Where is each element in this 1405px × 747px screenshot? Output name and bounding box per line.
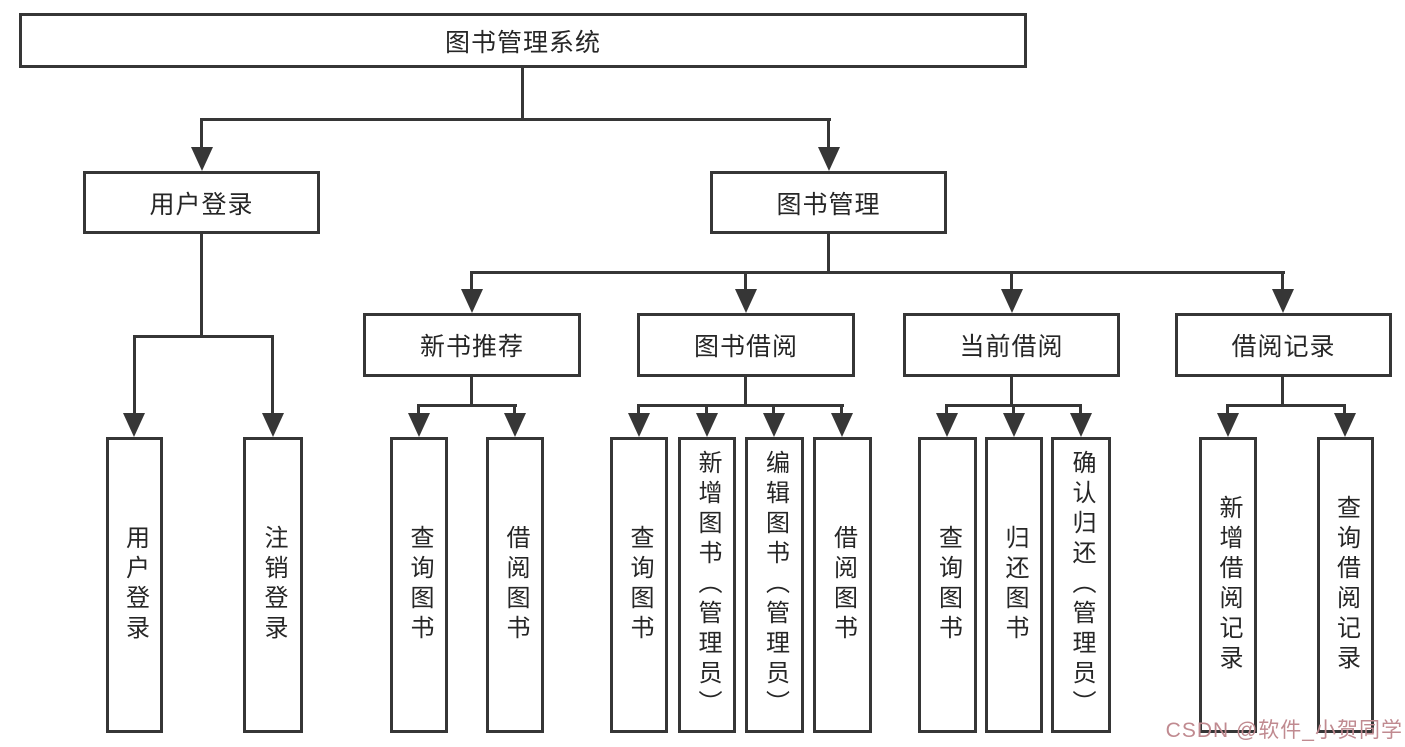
arrow-down-icon-new-book-recommend [461,289,483,313]
arrow-down-icon-book-borrow [735,289,757,313]
arrow-down-icon-query-books-current [936,413,958,437]
connector-drop-user-login [200,118,203,148]
arrow-down-icon-add-borrow-record [1217,413,1239,437]
arrow-down-icon-confirm-return-admin [1070,413,1092,437]
leaf-query-books-current-label: 查询图书 [934,525,962,645]
node-new-book-recommend: 新书推荐 [363,313,581,377]
leaf-borrow-books-recommend: 借阅图书 [486,437,544,733]
connector-new-book-recommend-stem [470,377,473,406]
connector-drop-current-borrow [1010,271,1013,291]
connector-drop-add-book-admin [705,404,708,417]
leaf-confirm-return-admin-label: 确认归还（管理员） [1068,450,1095,720]
node-current-borrow-label: 当前借阅 [959,333,1064,361]
arrow-down-icon-return-book [1003,413,1025,437]
connector-drop-return-book [1012,404,1015,417]
leaf-query-books-recommend: 查询图书 [390,437,448,733]
connector-book-management-bar [470,271,1285,274]
leaf-edit-book-admin: 编辑图书（管理员） [745,437,804,733]
leaf-borrow-books-recommend-label: 借阅图书 [502,525,529,645]
leaf-edit-book-admin-label: 编辑图书（管理员） [761,450,789,720]
node-root-label: 图书管理系统 [444,28,601,57]
connector-book-borrow-stem [744,377,747,406]
watermark: CSDN @软件_小贺同学 [1165,719,1403,742]
arrow-down-icon-edit-book-admin [763,413,785,437]
arrow-down-icon-borrow-books [831,413,853,437]
leaf-return-book-label: 归还图书 [1001,525,1028,645]
arrow-down-icon-user-login [191,147,213,171]
connector-book-borrow-bar [637,404,844,407]
node-book-management: 图书管理 [710,171,947,234]
leaf-logout-label: 注销登录 [260,525,287,645]
leaf-user-login: 用户登录 [106,437,163,733]
connector-drop-leaf-logout [271,335,274,415]
connector-user-login-bar [133,335,274,338]
connector-drop-book-management [827,118,830,148]
leaf-logout: 注销登录 [243,437,303,733]
connector-new-book-recommend-bar [417,404,517,407]
leaf-query-borrow-record-label: 查询借阅记录 [1332,495,1360,675]
connector-borrow-record-stem [1281,377,1284,406]
node-book-borrow-label: 图书借阅 [693,333,798,361]
node-book-management-label: 图书管理 [776,190,881,219]
node-new-book-recommend-label: 新书推荐 [419,333,524,361]
connector-user-login-stem [200,234,203,335]
node-borrow-record: 借阅记录 [1175,313,1392,377]
leaf-add-book-admin: 新增图书（管理员） [678,437,736,733]
arrow-down-icon-book-management [818,147,840,171]
leaf-add-borrow-record-label: 新增借阅记录 [1215,495,1242,675]
arrow-down-icon-query-borrow-record [1334,413,1356,437]
node-book-borrow: 图书借阅 [637,313,855,377]
connector-root-bar [200,118,831,121]
connector-drop-leaf-user-login [133,335,136,415]
connector-drop-add-borrow-record [1226,404,1229,417]
node-user-login-label: 用户登录 [149,190,254,219]
leaf-query-borrow-record: 查询借阅记录 [1317,437,1374,733]
connector-drop-query-books-recommend [417,404,420,417]
node-user-login: 用户登录 [83,171,320,234]
connector-drop-confirm-return-admin [1079,404,1082,417]
leaf-query-books-borrow: 查询图书 [610,437,668,733]
leaf-confirm-return-admin: 确认归还（管理员） [1051,437,1111,733]
leaf-user-login-label: 用户登录 [121,525,149,645]
connector-drop-book-borrow [744,271,747,291]
arrow-down-icon-leaf-logout [262,413,284,437]
connector-drop-query-books-borrow [637,404,640,417]
connector-drop-borrow-books-recommend [513,404,516,417]
arrow-down-icon-add-book-admin [696,413,718,437]
leaf-add-borrow-record: 新增借阅记录 [1199,437,1257,733]
connector-current-borrow-stem [1010,377,1013,406]
leaf-borrow-books-label: 借阅图书 [829,525,857,645]
connector-drop-edit-book-admin [772,404,775,417]
connector-drop-borrow-record [1281,271,1284,291]
arrow-down-icon-leaf-user-login [123,413,145,437]
leaf-return-book: 归还图书 [985,437,1043,733]
leaf-borrow-books: 借阅图书 [813,437,872,733]
node-current-borrow: 当前借阅 [903,313,1120,377]
leaf-query-books-current: 查询图书 [918,437,977,733]
arrow-down-icon-borrow-record [1272,289,1294,313]
connector-book-management-stem [827,234,830,274]
arrow-down-icon-current-borrow [1001,289,1023,313]
connector-root-stem [521,68,524,118]
connector-drop-query-books-current [945,404,948,417]
arrow-down-icon-borrow-books-recommend [504,413,526,437]
leaf-add-book-admin-label: 新增图书（管理员） [694,450,721,720]
connector-drop-query-borrow-record [1343,404,1346,417]
arrow-down-icon-query-books-recommend [408,413,430,437]
leaf-query-books-recommend-label: 查询图书 [406,525,433,645]
arrow-down-icon-query-books-borrow [628,413,650,437]
leaf-query-books-borrow-label: 查询图书 [626,525,653,645]
connector-drop-new-book-recommend [470,271,473,291]
node-borrow-record-label: 借阅记录 [1231,333,1336,361]
node-root: 图书管理系统 [19,13,1027,68]
connector-borrow-record-bar [1226,404,1346,407]
connector-drop-borrow-books [840,404,843,417]
